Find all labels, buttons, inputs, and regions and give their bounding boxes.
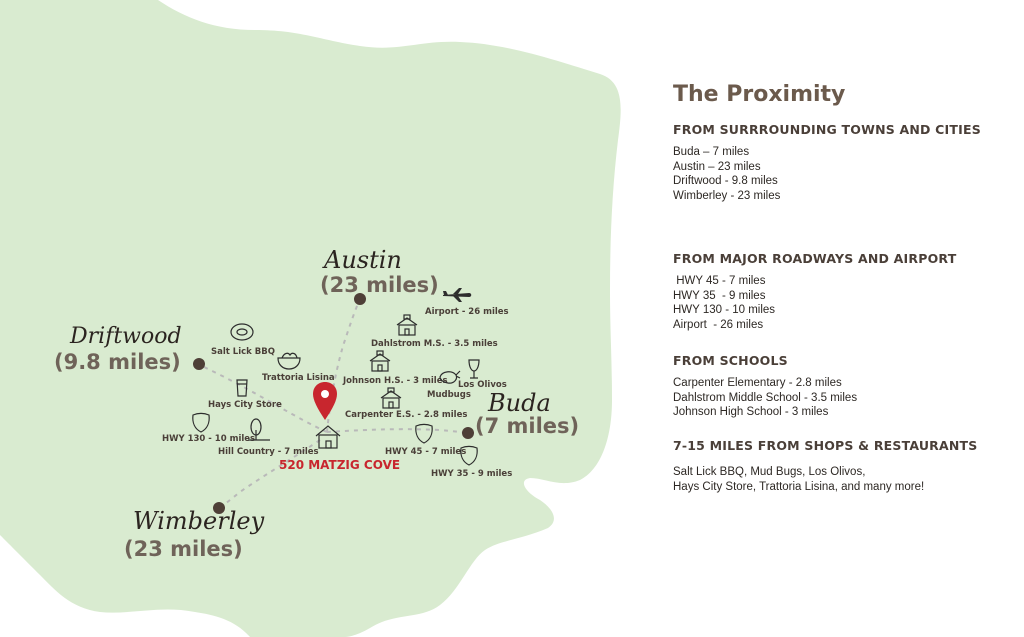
city-distance-austin: (23 miles) [320, 273, 439, 297]
list-item: HWY 35 - 9 miles [673, 289, 766, 302]
city-dot-wimberley [213, 502, 225, 514]
city-distance-driftwood: (9.8 miles) [54, 350, 181, 374]
city-dot-driftwood [193, 358, 205, 370]
poi-label-salt-lick: Salt Lick BBQ [211, 347, 275, 357]
list-item: Dahlstrom Middle School - 3.5 miles [673, 391, 858, 404]
poi-label-los-olivos: Los Olivos [458, 380, 507, 390]
poi-label-dahlstrom: Dahlstrom M.S. - 3.5 miles [371, 339, 498, 349]
city-name-driftwood: Driftwood [69, 324, 182, 349]
house-icon [315, 425, 341, 449]
school-icon [369, 350, 391, 372]
steak-icon [230, 323, 254, 341]
city-name-austin: Austin [322, 246, 402, 274]
poi-label-hwy130: HWY 130 - 10 miles [162, 434, 255, 444]
wine-glass-icon [468, 359, 480, 379]
poi-label-airport: Airport - 26 miles [425, 307, 509, 317]
poi-label-hwy45: HWY 45 - 7 miles [385, 447, 466, 457]
highway-shield-icon [192, 412, 210, 433]
city-dot-buda [462, 427, 474, 439]
home-address-label: 520 MATZIG COVE [279, 458, 400, 472]
city-dot-austin [354, 293, 366, 305]
location-pin-icon [313, 382, 337, 420]
poi-label-mudbugs: Mudbugs [427, 390, 471, 400]
city-name-wimberley: Wimberley [133, 507, 265, 535]
city-distance-buda: (7 miles) [475, 414, 579, 438]
list-item: Wimberley - 23 miles [673, 189, 781, 202]
section-heading: FROM SURRROUNDING TOWNS AND CITIES [673, 122, 981, 137]
section-shops: 7-15 MILES FROM SHOPS & RESTAURANTS Salt… [673, 438, 1013, 494]
airplane-icon [443, 288, 472, 302]
list-item: HWY 45 - 7 miles [673, 275, 766, 287]
highway-shield-icon [415, 423, 433, 444]
poi-label-trattoria: Trattoria Lisina [262, 373, 335, 383]
poi-label-hill-country: Hill Country - 7 miles [218, 447, 319, 457]
poi-label-hays-city: Hays City Store [208, 400, 282, 410]
list-item: Austin – 23 miles [673, 160, 761, 173]
list-item: Hays City Store, Trattoria Lisina, and m… [673, 480, 925, 493]
list-item: Buda – 7 miles [673, 146, 750, 158]
city-name-buda: Buda [487, 389, 551, 417]
section-schools: FROM SCHOOLS Carpenter Elementary - 2.8 … [673, 353, 1013, 420]
section-heading: 7-15 MILES FROM SHOPS & RESTAURANTS [673, 438, 978, 453]
section-towns: FROM SURRROUNDING TOWNS AND CITIES Buda … [673, 122, 1013, 203]
list-item: Johnson High School - 3 miles [673, 406, 829, 418]
trees-icon [248, 418, 270, 441]
section-heading: FROM SCHOOLS [673, 353, 788, 368]
list-item: Carpenter Elementary - 2.8 miles [673, 377, 842, 389]
poi-label-hwy35: HWY 35 - 9 miles [431, 469, 512, 479]
crawfish-icon [439, 370, 461, 384]
list-item: Driftwood - 9.8 miles [673, 175, 778, 187]
poi-label-johnson: Johnson H.S. - 3 miles [342, 376, 448, 386]
highway-shield-icon [460, 445, 478, 466]
section-heading: FROM MAJOR ROADWAYS AND AIRPORT [673, 251, 957, 266]
region-landmass [0, 0, 621, 637]
city-distance-wimberley: (23 miles) [124, 537, 243, 561]
route-lines [198, 298, 469, 509]
school-icon [380, 387, 402, 409]
pasta-icon [277, 352, 301, 370]
proximity-panel: The Proximity FROM SURRROUNDING TOWNS AN… [673, 82, 1013, 493]
list-item: Airport - 26 miles [673, 318, 764, 331]
list-item: Salt Lick BBQ, Mud Bugs, Los Olivos, [673, 466, 866, 478]
page-title: The Proximity [673, 82, 846, 107]
beer-icon [236, 379, 248, 397]
list-item: HWY 130 - 10 miles [673, 304, 776, 316]
section-roadways: FROM MAJOR ROADWAYS AND AIRPORT HWY 45 -… [673, 251, 1013, 332]
school-icon [396, 314, 418, 336]
poi-label-carpenter: Carpenter E.S. - 2.8 miles [345, 410, 467, 420]
